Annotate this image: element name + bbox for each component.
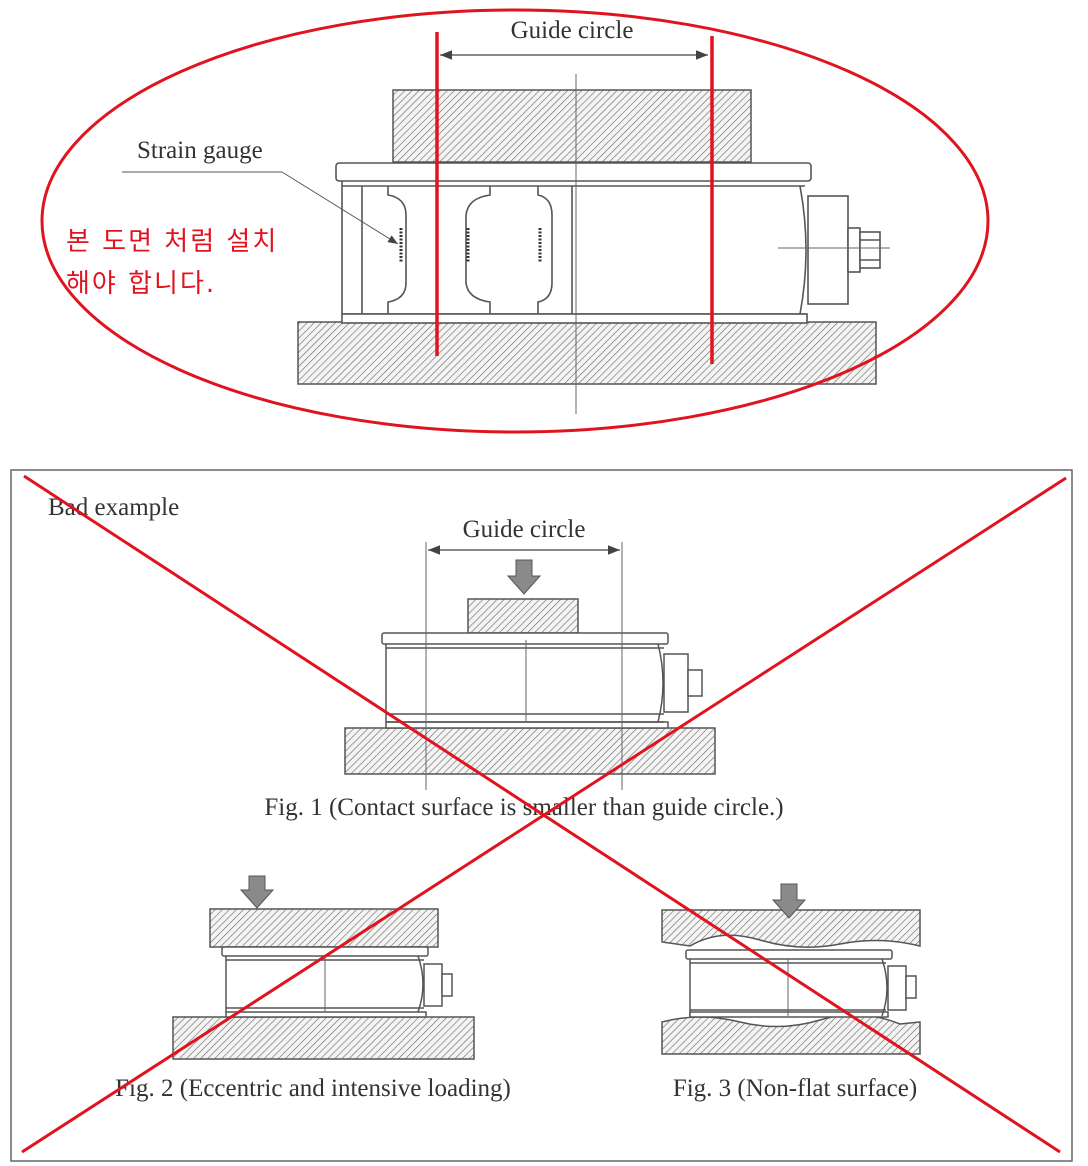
load-cell-body [341,181,881,324]
korean-note-line-2: 해야 합니다. [66,269,216,299]
bad-example-panel: Bad example Guide circle Fig. 1 (C [10,469,1073,1162]
top-base-ground [297,321,877,385]
fig3-drawing [661,883,921,1055]
red-cross-line-1 [23,474,1061,1154]
red-cross-line-2 [21,476,1067,1154]
bad-example-frame [10,469,1073,1162]
strain-gauge-label: Strain gauge [137,137,263,164]
strain-gauge-leader-diagonal [281,171,399,245]
fig3-caption: Fig. 3 (Non-flat surface) [673,1075,917,1102]
fig2-caption: Fig. 2 (Eccentric and intensive loading) [115,1075,511,1102]
fig1-guide-label: Guide circle [463,516,586,543]
top-figure: Guide circle Strain gauge 본 도면 처럼 설치 해야 … [40,8,990,434]
korean-note-line-1: 본 도면 처럼 설치 [66,227,278,257]
top-guide-label: Guide circle [511,17,634,44]
fig1-caption: Fig. 1 (Contact surface is smaller than … [264,794,783,821]
bad-example-title: Bad example [48,494,179,521]
red-approval-ellipse [40,8,990,434]
top-plate [335,162,812,182]
top-load-block [392,89,752,163]
fig1-drawing [344,542,716,790]
fig2-drawing [172,875,475,1060]
